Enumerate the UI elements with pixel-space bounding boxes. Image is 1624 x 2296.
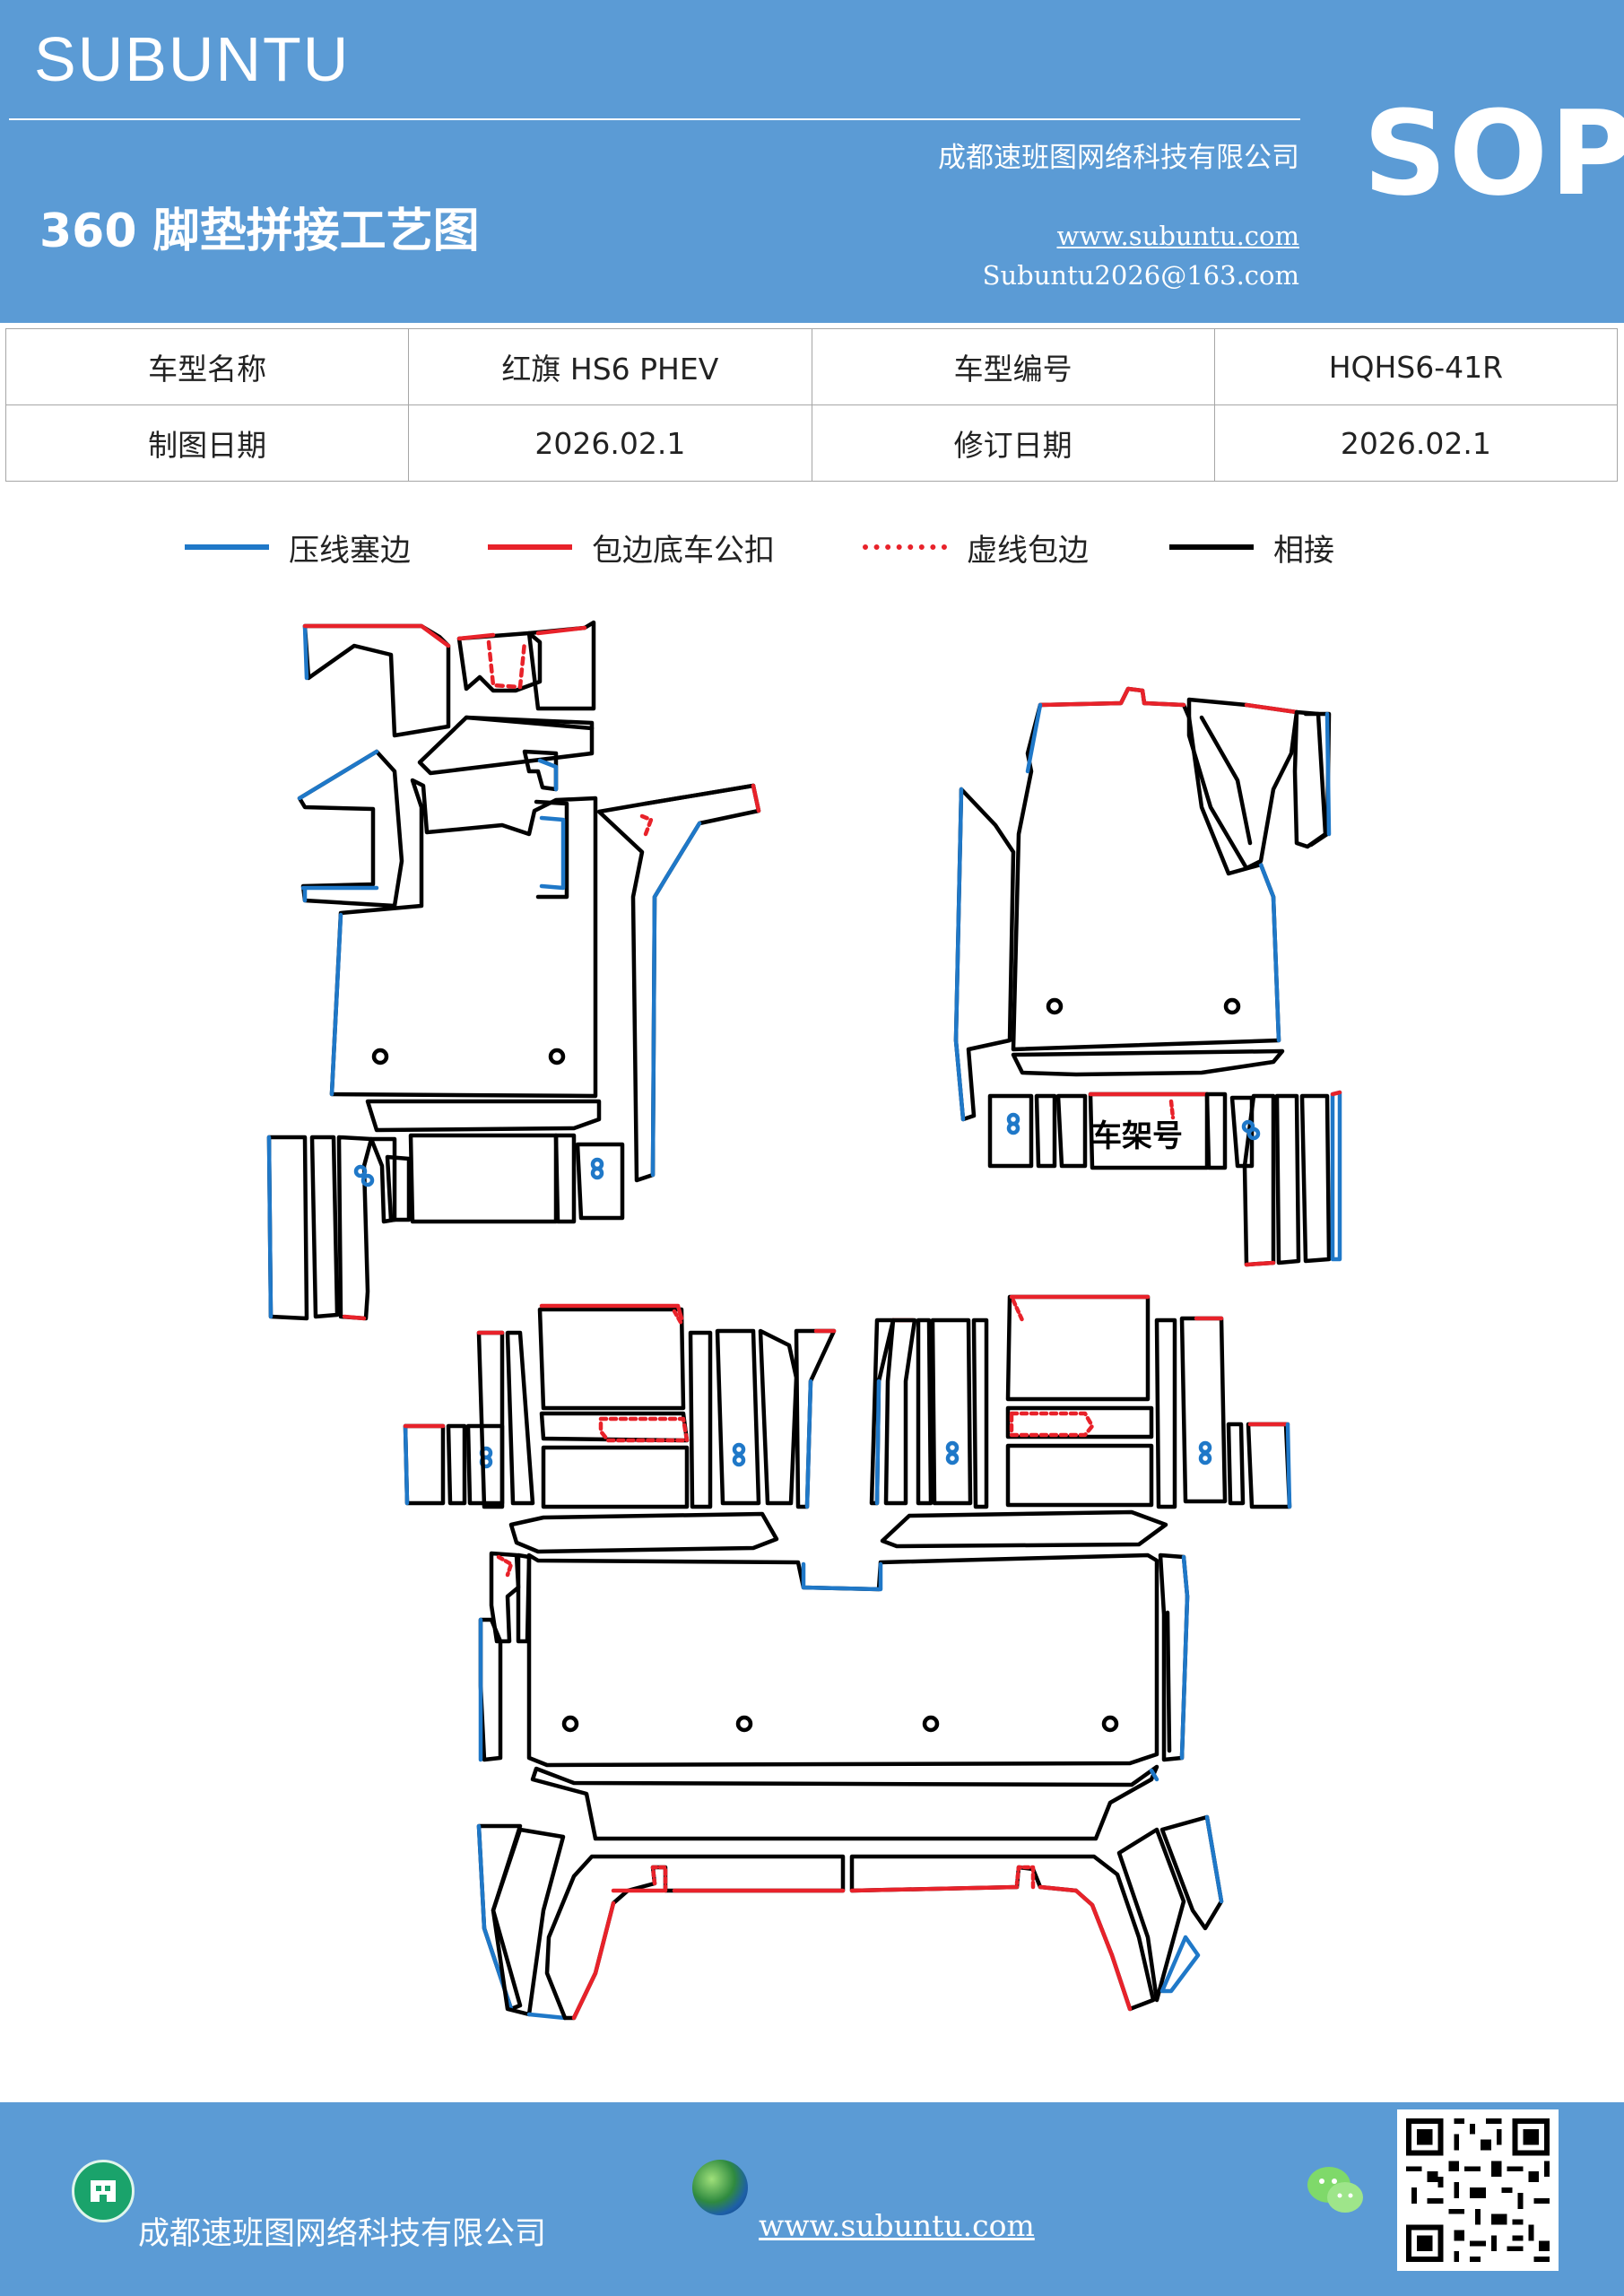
footer-banner: 成都速班图网络科技有限公司 www.subuntu.com (0, 2102, 1624, 2296)
legend-item-dotted-wrap: 虚线包边 (863, 520, 1089, 574)
table-cell: 车型编号 (811, 328, 1215, 405)
table-cell: 红旗 HS6 PHEV (408, 328, 812, 405)
building-icon (72, 2160, 135, 2222)
floor-mat-diagram: 车架号 (266, 620, 1342, 2021)
legend-label: 相接 (1273, 532, 1334, 569)
wechat-icon[interactable] (1304, 2163, 1367, 2217)
frame-number-label: 车架号 (1091, 1118, 1183, 1154)
header-banner: SUBUNTU 成都速班图网络科技有限公司 SOP 360 脚垫拼接工艺图 ww… (0, 0, 1624, 323)
legend-item-wrap: 包边底车公扣 (488, 520, 775, 574)
website-link[interactable]: www.subuntu.com (1056, 221, 1299, 251)
table-cell: HQHS6-41R (1213, 328, 1619, 405)
table-cell: 修订日期 (811, 404, 1215, 482)
table-row: 制图日期 2026.02.1 修订日期 2026.02.1 (4, 404, 1619, 482)
legend-swatch (863, 544, 947, 550)
front-left-mat-group (266, 620, 761, 1321)
legend-swatch (185, 544, 269, 550)
table-cell: 车型名称 (4, 328, 410, 405)
legend-label: 虚线包边 (967, 532, 1089, 569)
table-cell: 制图日期 (4, 404, 410, 482)
front-right-mat-group: 车架号 (953, 686, 1342, 1267)
vehicle-info-table: 车型名称 红旗 HS6 PHEV 车型编号 HQHS6-41R 制图日期 202… (4, 328, 1619, 482)
table-cell: 2026.02.1 (408, 404, 812, 482)
sop-badge: SOP (1363, 85, 1624, 222)
table-row: 车型名称 红旗 HS6 PHEV 车型编号 HQHS6-41R (4, 328, 1619, 405)
rear-mat-group (403, 1294, 1292, 2021)
legend-label: 压线塞边 (289, 532, 411, 569)
email-address[interactable]: Subuntu2026@163.com (982, 260, 1299, 291)
legend-item-join: 相接 (1169, 520, 1334, 574)
company-name: 成都速班图网络科技有限公司 (938, 142, 1299, 174)
footer-company-name: 成都速班图网络科技有限公司 (138, 2216, 547, 2252)
globe-icon (692, 2160, 748, 2215)
brand-logo-text: SUBUNTU (34, 24, 351, 94)
line-legend: 压线塞边 包边底车公扣 虚线包边 相接 (0, 520, 1624, 574)
header-divider (9, 118, 1300, 120)
legend-label: 包边底车公扣 (592, 532, 775, 569)
document-title: 360 脚垫拼接工艺图 (39, 204, 480, 258)
legend-item-press: 压线塞边 (185, 520, 411, 574)
footer-website-link[interactable]: www.subuntu.com (759, 2208, 1035, 2243)
qr-code-image (1397, 2109, 1559, 2271)
legend-swatch (488, 544, 572, 550)
table-cell: 2026.02.1 (1213, 404, 1619, 482)
legend-swatch (1169, 544, 1254, 550)
